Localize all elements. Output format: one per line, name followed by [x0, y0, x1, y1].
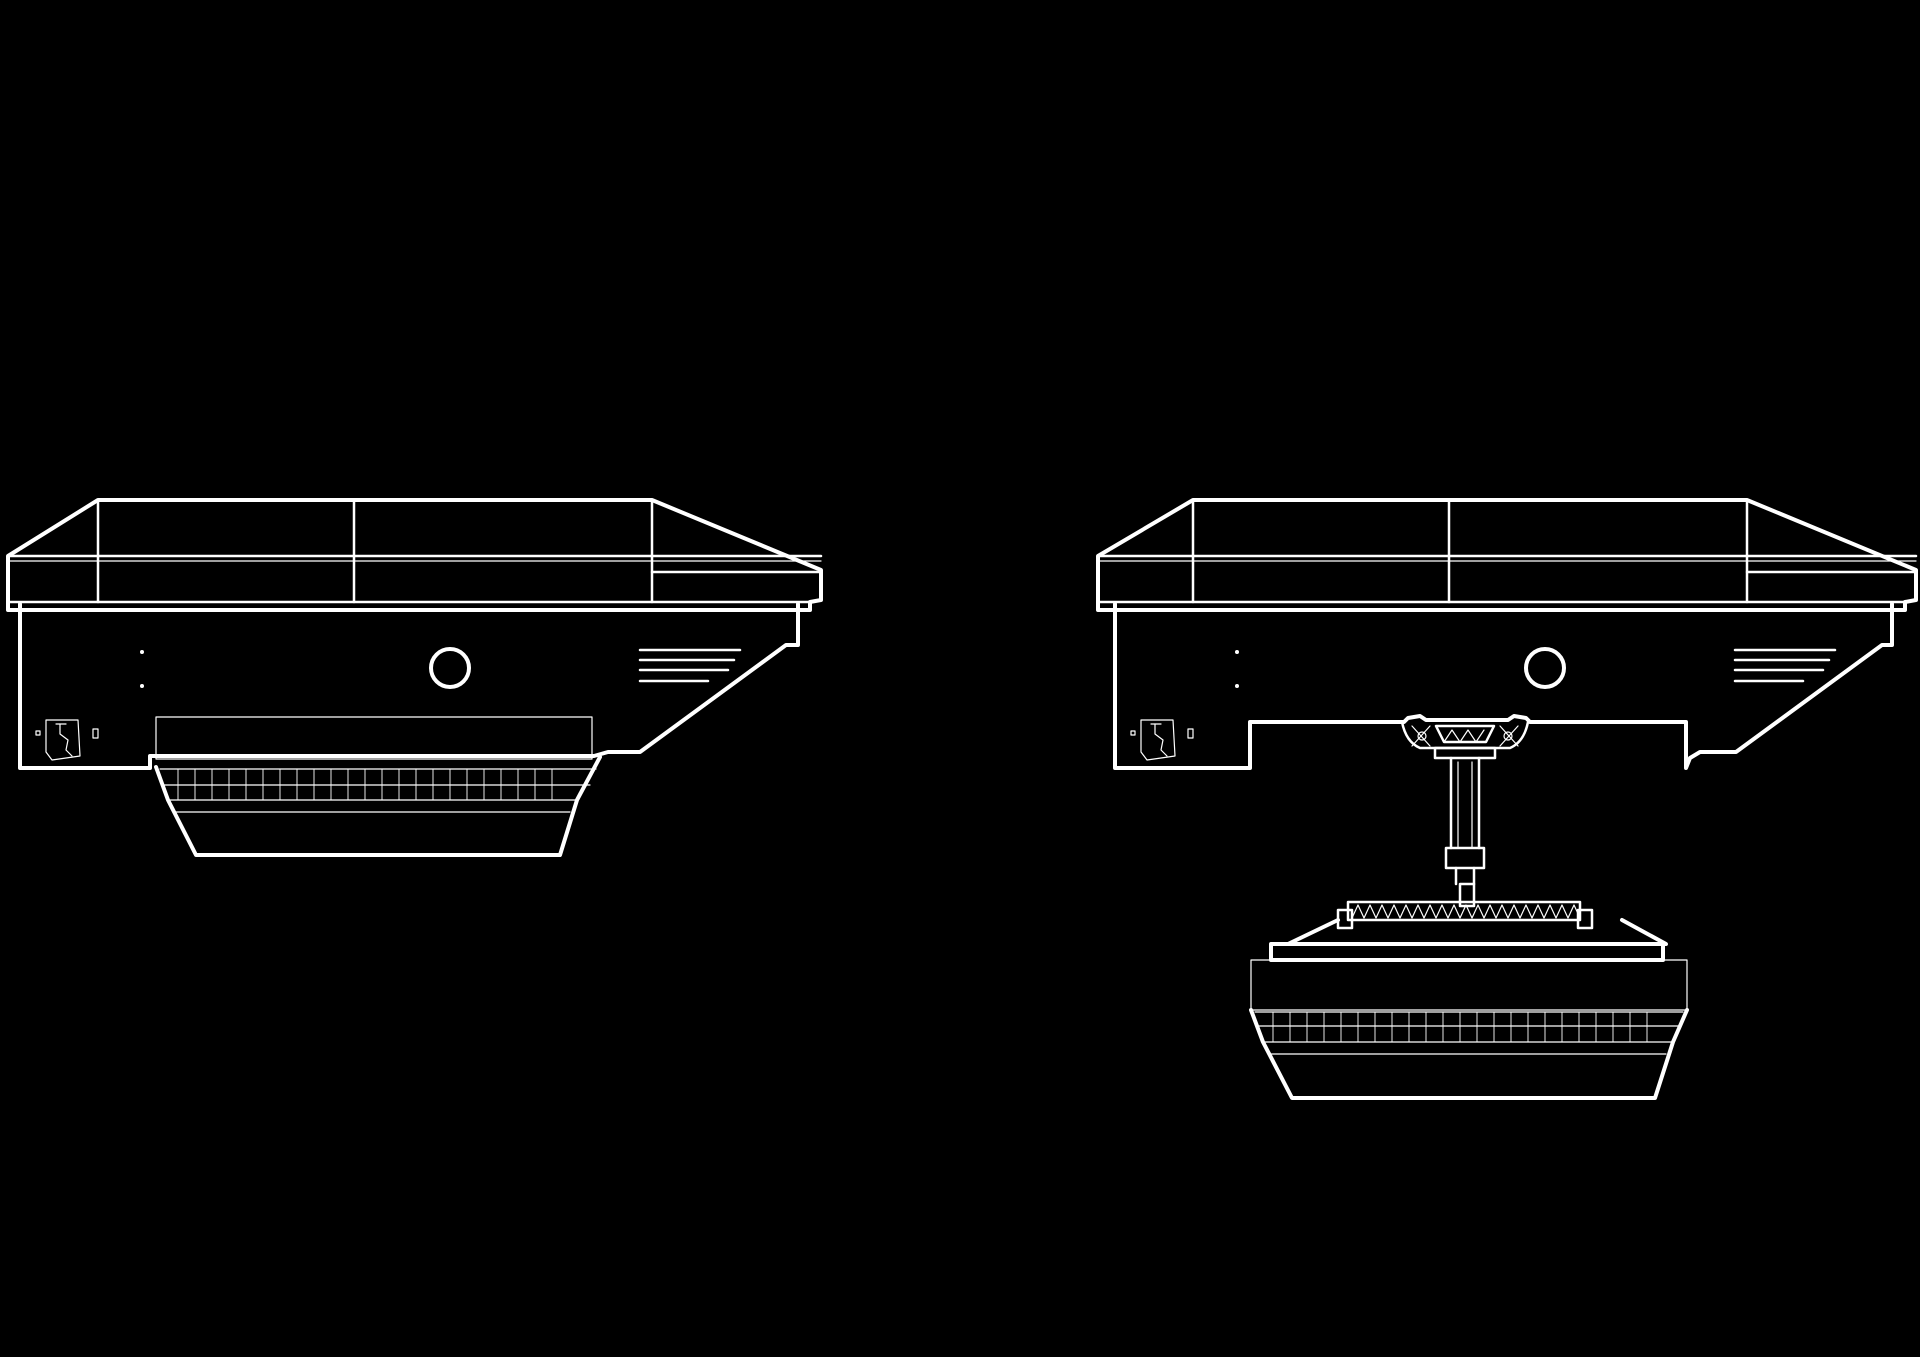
port-circle-lowered [1524, 647, 1566, 689]
fixture-lowered [1249, 918, 1689, 1100]
roof-lowered [1096, 498, 1918, 612]
latch-lowered [1130, 719, 1194, 761]
roof-docked [6, 498, 823, 612]
figure-lowered [1096, 498, 1918, 1100]
screw-dot-lowered-2 [1235, 684, 1239, 688]
mount-bracket [1400, 720, 1530, 760]
gear-teeth [1351, 904, 1581, 919]
grille-lowered [1272, 1012, 1648, 1042]
telescopic-mast [1444, 756, 1486, 908]
fixture-docked [154, 716, 602, 857]
screw-dot-docked-1 [140, 650, 144, 654]
screw-dot-lowered-1 [1235, 650, 1239, 654]
grille-docked [177, 769, 553, 800]
vent-lowered [1733, 648, 1837, 683]
screw-dot-docked-2 [140, 684, 144, 688]
body-lowered [1113, 602, 1894, 770]
vent-docked [638, 648, 742, 683]
port-circle-docked [429, 647, 471, 689]
latch-docked [35, 719, 99, 761]
body-docked [18, 602, 800, 770]
gear-rack [1336, 900, 1594, 930]
figure-docked [6, 498, 823, 857]
